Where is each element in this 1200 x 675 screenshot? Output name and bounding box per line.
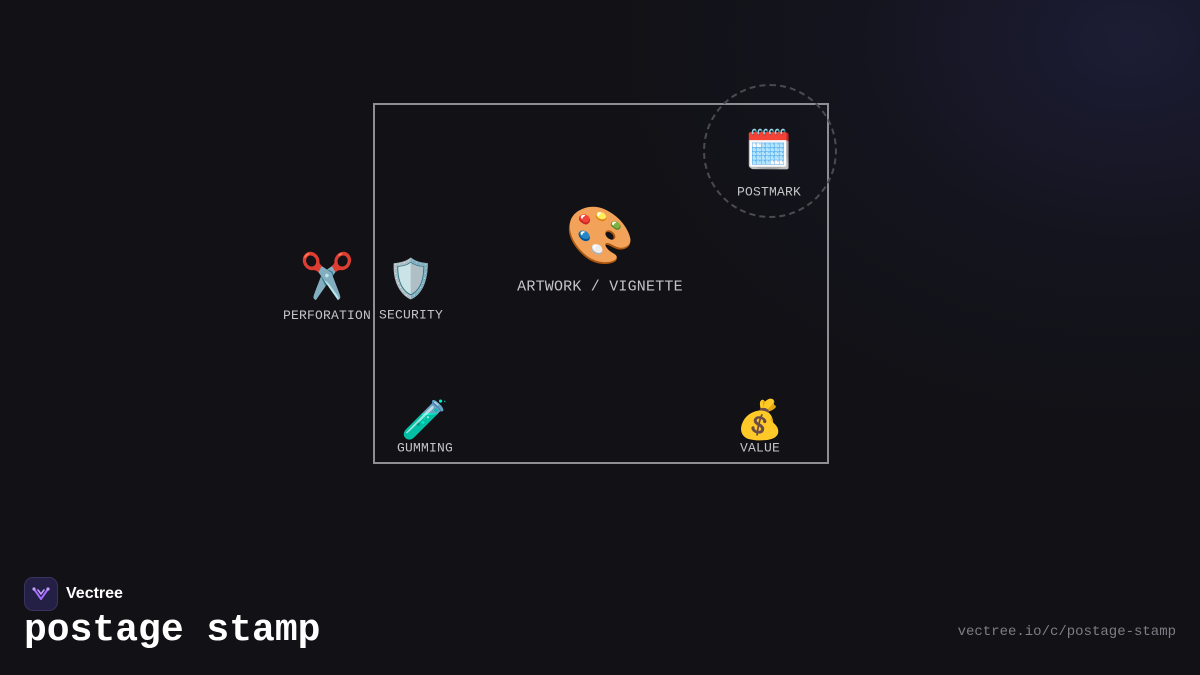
part-label-perforation: PERFORATION bbox=[282, 308, 372, 323]
part-label-value: VALUE bbox=[739, 440, 781, 456]
brand-name: Vectree bbox=[66, 585, 123, 602]
calendar-icon: 🗓️ bbox=[745, 127, 793, 172]
vectree-logo-icon bbox=[24, 577, 58, 611]
part-value: 💰 VALUE bbox=[736, 401, 783, 456]
part-label-security: SECURITY bbox=[378, 307, 444, 323]
palette-icon: 🎨 bbox=[565, 203, 635, 269]
money-bag-icon: 💰 bbox=[736, 397, 784, 442]
brand: Vectree bbox=[24, 577, 123, 611]
scissors-icon: ✂️ bbox=[299, 251, 355, 302]
postmark-ring bbox=[703, 84, 837, 218]
part-label-gumming: GUMMING bbox=[396, 440, 454, 456]
part-perforation: ✂️ PERFORATION bbox=[282, 251, 372, 324]
source-url[interactable]: vectree.io/c/postage-stamp bbox=[957, 624, 1176, 640]
part-label-artwork: ARTWORK / VIGNETTE bbox=[517, 278, 683, 296]
page-title: postage stamp bbox=[24, 609, 321, 652]
part-postmark: 🗓️ POSTMARK bbox=[737, 131, 801, 200]
part-artwork: 🎨 ARTWORK / VIGNETTE bbox=[517, 203, 683, 296]
test-tube-icon: 🧪 bbox=[401, 397, 449, 442]
stamp-outline bbox=[373, 103, 829, 464]
part-label-postmark: POSTMARK bbox=[736, 184, 802, 200]
shield-icon: 🛡️ bbox=[387, 256, 435, 301]
part-gumming: 🧪 GUMMING bbox=[397, 401, 453, 456]
part-security: 🛡️ SECURITY bbox=[379, 260, 443, 323]
